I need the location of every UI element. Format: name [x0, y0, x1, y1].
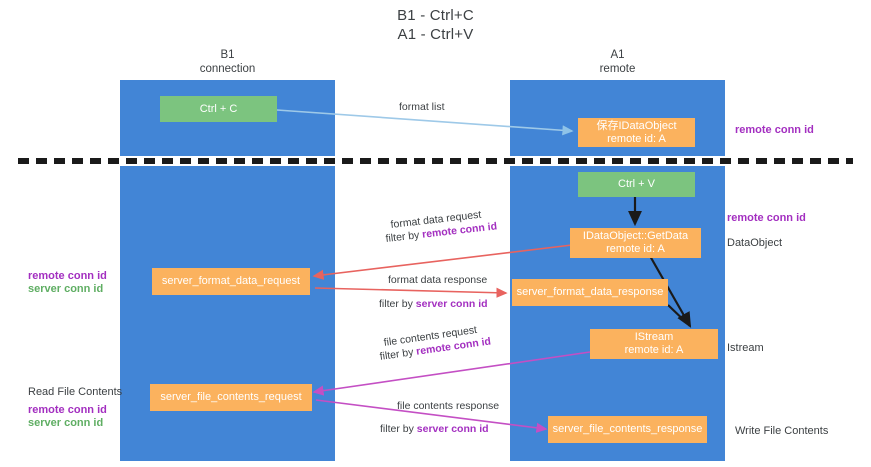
column-header-b1: B1 connection: [120, 48, 335, 76]
edge-label-format-data-response-filter: filter by server conn id: [379, 298, 488, 311]
column-header-a1: A1 remote: [510, 48, 725, 76]
edge-label-format-data-response: format data response: [388, 274, 487, 287]
diagram-title: B1 - Ctrl+C A1 - Ctrl+V: [0, 6, 871, 44]
box-save-idataobject[interactable]: 保存IDataObject remote id: A: [578, 118, 695, 147]
box-idataobject-getdata[interactable]: IDataObject::GetData remote id: A: [570, 228, 701, 258]
box-server-format-data-response[interactable]: server_format_data_response: [512, 279, 668, 306]
arrow-format-data-response: [314, 287, 508, 298]
edge-label-file-contents-response-filter-key: server conn id: [416, 423, 489, 435]
edge-label-format-data-response-text: format data response: [388, 274, 488, 286]
title-line-2: A1 - Ctrl+V: [397, 26, 474, 43]
title-line-1: B1 - Ctrl+C: [397, 7, 474, 24]
column-header-b1-sub: connection: [199, 63, 256, 75]
box-ctrl-c[interactable]: Ctrl + C: [160, 96, 277, 122]
column-header-b1-name: B1: [220, 49, 235, 61]
box-ctrl-c-label: Ctrl + C: [199, 102, 238, 115]
box-save-idataobject-line2: remote id: A: [607, 132, 666, 145]
edge-label-file-contents-response-filter: filter by server conn id: [380, 423, 489, 436]
annotation-left-remote-conn-id-mid: remote conn id: [28, 270, 107, 282]
box-server-format-data-request[interactable]: server_format_data_request: [152, 268, 310, 295]
box-ctrl-v-label: Ctrl + V: [618, 178, 655, 190]
column-header-a1-sub: remote: [599, 63, 636, 75]
annotation-dataobject: DataObject: [727, 237, 783, 249]
box-server-file-contents-request[interactable]: server_file_contents_request: [150, 384, 312, 411]
box-server-file-contents-response[interactable]: server_file_contents_response: [548, 416, 707, 443]
box-server-format-data-response-label: server_format_data_response: [516, 286, 664, 298]
lane-b1-connection-bottom: [120, 166, 335, 461]
annotation-remote-conn-id-top: remote conn id: [735, 124, 814, 136]
box-istream-line2: remote id: A: [624, 344, 684, 356]
box-save-idataobject-line1: 保存IDataObject: [596, 119, 677, 132]
annotation-write-file-contents: Write File Contents: [735, 425, 829, 437]
box-server-file-contents-request-label: server_file_contents_request: [160, 391, 302, 403]
box-ctrl-v[interactable]: Ctrl + V: [578, 172, 695, 197]
box-istream[interactable]: IStream remote id: A: [590, 329, 718, 359]
edge-label-format-data-response-filter-key: server conn id: [415, 298, 488, 310]
annotation-left-server-conn-id-mid: server conn id: [28, 283, 104, 295]
annotation-read-file-contents: Read File Contents: [28, 386, 123, 398]
edge-label-file-contents-response-filter-prefix: filter by: [380, 423, 417, 435]
annotation-istream: Istream: [727, 342, 764, 354]
box-getdata-line2: remote id: A: [606, 243, 665, 255]
annotation-remote-conn-id-mid: remote conn id: [727, 212, 806, 224]
box-server-file-contents-response-label: server_file_contents_response: [552, 423, 703, 435]
edge-label-format-data-response-filter-prefix: filter by: [379, 298, 416, 310]
box-getdata-line1: IDataObject::GetData: [582, 230, 689, 242]
edge-label-file-contents-response-text: file contents response: [397, 400, 500, 412]
box-istream-line1: IStream: [634, 331, 674, 343]
box-server-format-data-request-label: server_format_data_request: [161, 275, 301, 287]
annotation-left-remote-conn-id-bottom: remote conn id: [28, 404, 107, 416]
edge-label-file-contents-response: file contents response: [397, 400, 499, 413]
edge-label-format-list: format list: [399, 101, 445, 114]
annotation-left-server-conn-id-bottom: server conn id: [28, 417, 104, 429]
edge-label-format-data-request-filter-prefix: filter by: [385, 228, 423, 245]
column-header-a1-name: A1: [610, 49, 625, 61]
edge-label-format-list-text: format list: [399, 101, 445, 113]
